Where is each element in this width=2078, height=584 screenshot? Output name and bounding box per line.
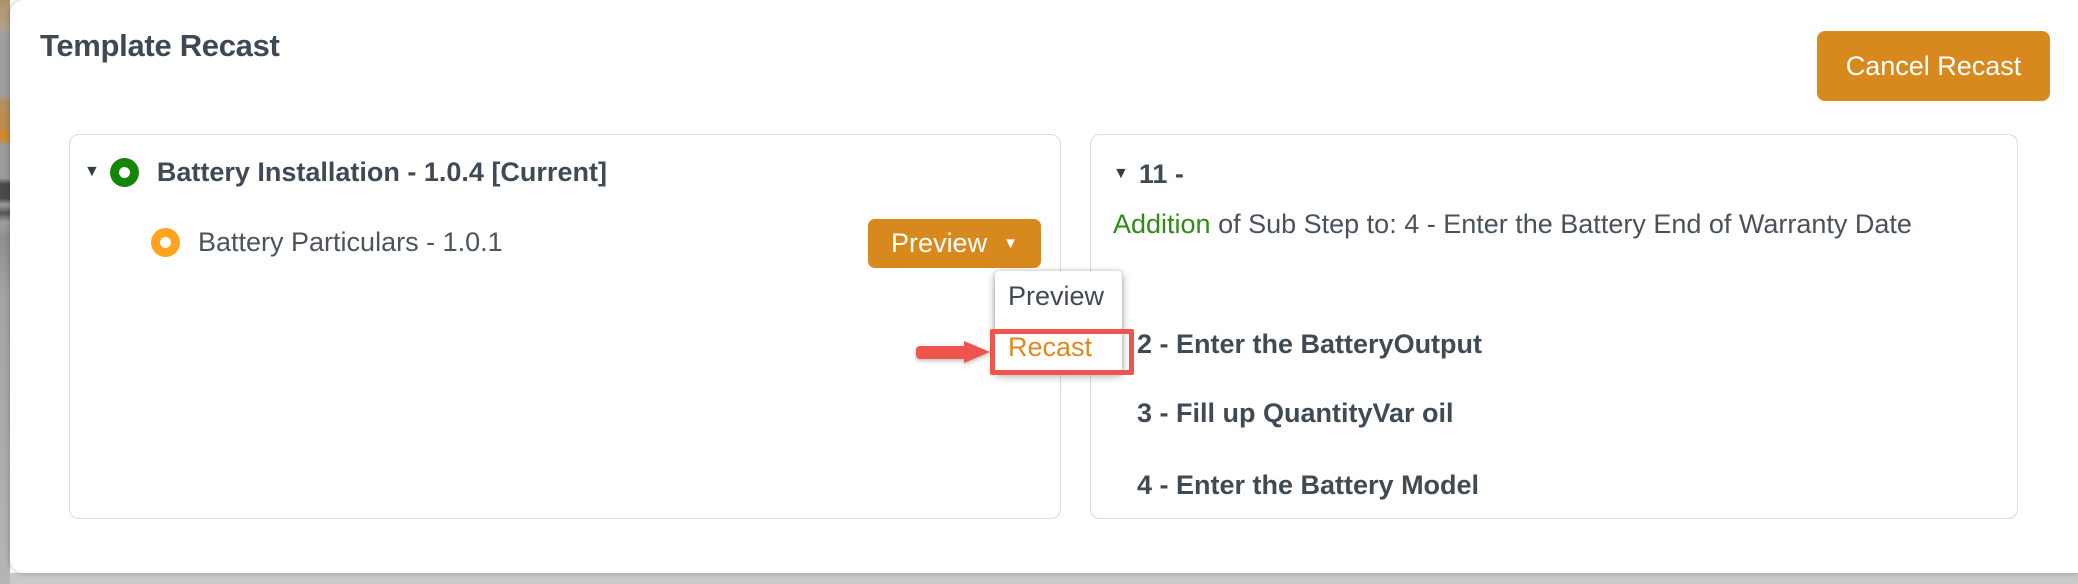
caret-down-icon: ▼ — [1003, 235, 1018, 252]
dropdown-item-preview[interactable]: Preview — [1008, 281, 1105, 311]
tree-item-label: Battery Installation - 1.0.4 [Current] — [156, 156, 607, 187]
tree-item-battery-installation[interactable]: ▼ Battery Installation - 1.0.4 [Current] — [84, 155, 607, 189]
sub-step-item: 4 - Enter the Battery Model — [1137, 470, 1480, 500]
tree-item-label: Battery Particulars - 1.0.1 — [198, 226, 503, 257]
page-background-strip — [0, 573, 2078, 584]
caret-down-icon[interactable]: ▼ — [1113, 165, 1129, 182]
page-title: Template Recast — [40, 28, 280, 63]
status-orange-icon — [151, 227, 180, 257]
change-type-label: Addition — [1113, 209, 1211, 239]
change-description: Addition of Sub Step to: 4 - Enter the B… — [1113, 201, 1997, 248]
changes-panel: ▼ 11 - Addition of Sub Step to: 4 - Ente… — [1090, 134, 2018, 519]
sub-step-item: 2 - Enter the BatteryOutput — [1137, 329, 1483, 359]
preview-split-button[interactable]: Preview ▼ — [868, 219, 1041, 268]
arrow-shaft — [916, 346, 968, 359]
template-versions-panel: ▼ Battery Installation - 1.0.4 [Current]… — [69, 134, 1061, 519]
change-group-header[interactable]: ▼ 11 - — [1113, 157, 1184, 191]
template-recast-modal: Template Recast Cancel Recast ▼ Battery … — [10, 0, 2078, 573]
status-green-icon — [109, 157, 139, 187]
change-group-title: 11 - — [1138, 158, 1184, 189]
caret-down-icon[interactable]: ▼ — [84, 163, 100, 180]
arrow-head — [964, 341, 990, 363]
preview-dropdown-menu: Preview Recast — [995, 271, 1122, 373]
sub-step-item: 3 - Fill up QuantityVar oil — [1137, 398, 1454, 428]
preview-button-label: Preview — [891, 228, 988, 258]
annotation-arrow-icon — [916, 341, 992, 363]
change-description-text: of Sub Step to: 4 - Enter the Battery En… — [1210, 209, 1912, 239]
background-page-sliver — [0, 0, 10, 584]
dropdown-item-recast[interactable]: Recast — [1008, 332, 1093, 362]
tree-item-battery-particulars[interactable]: Battery Particulars - 1.0.1 — [151, 225, 503, 259]
annotation-highlight-box — [990, 329, 1134, 375]
cancel-recast-button[interactable]: Cancel Recast — [1817, 31, 2050, 101]
